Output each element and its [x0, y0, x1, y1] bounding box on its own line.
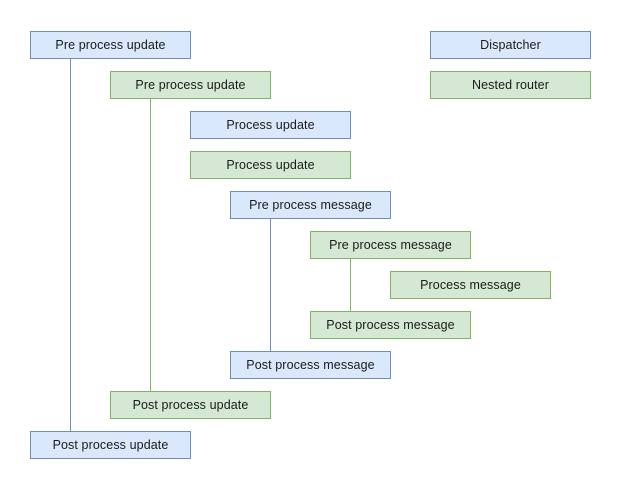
- flow-node-n3[interactable]: Process update: [190, 111, 351, 139]
- legend-item-dispatcher[interactable]: Dispatcher: [430, 31, 591, 59]
- flow-node-n7[interactable]: Process message: [390, 271, 551, 299]
- flow-node-n6[interactable]: Pre process message: [310, 231, 471, 259]
- flow-node-label: Pre process message: [249, 197, 372, 212]
- flow-node-n1[interactable]: Pre process update: [30, 31, 191, 59]
- legend-item-label: Nested router: [471, 77, 550, 92]
- connector-n5-to-n9: [270, 219, 271, 351]
- flow-node-n2[interactable]: Pre process update: [110, 71, 271, 99]
- legend-item-nested[interactable]: Nested router: [430, 71, 591, 99]
- flow-node-n10[interactable]: Post process update: [110, 391, 271, 419]
- flow-node-label: Pre process message: [329, 237, 452, 252]
- flow-node-label: Post process message: [246, 357, 375, 372]
- flow-node-n5[interactable]: Pre process message: [230, 191, 391, 219]
- legend-item-label: Dispatcher: [480, 37, 541, 52]
- flow-node-n9[interactable]: Post process message: [230, 351, 391, 379]
- connector-n1-to-n11: [70, 59, 71, 431]
- flow-node-n11[interactable]: Post process update: [30, 431, 191, 459]
- flow-node-label: Process message: [420, 277, 521, 292]
- flow-node-label: Post process update: [132, 397, 249, 412]
- flow-node-label: Process update: [226, 117, 315, 132]
- flow-node-n8[interactable]: Post process message: [310, 311, 471, 339]
- flow-node-label: Post process update: [52, 437, 169, 452]
- flow-node-label: Pre process update: [135, 77, 246, 92]
- flow-node-label: Process update: [226, 157, 315, 172]
- connector-n6-to-n8: [350, 259, 351, 311]
- flow-node-label: Post process message: [326, 317, 455, 332]
- flow-node-n4[interactable]: Process update: [190, 151, 351, 179]
- connector-n2-to-n10: [150, 99, 151, 391]
- flow-node-label: Pre process update: [55, 37, 166, 52]
